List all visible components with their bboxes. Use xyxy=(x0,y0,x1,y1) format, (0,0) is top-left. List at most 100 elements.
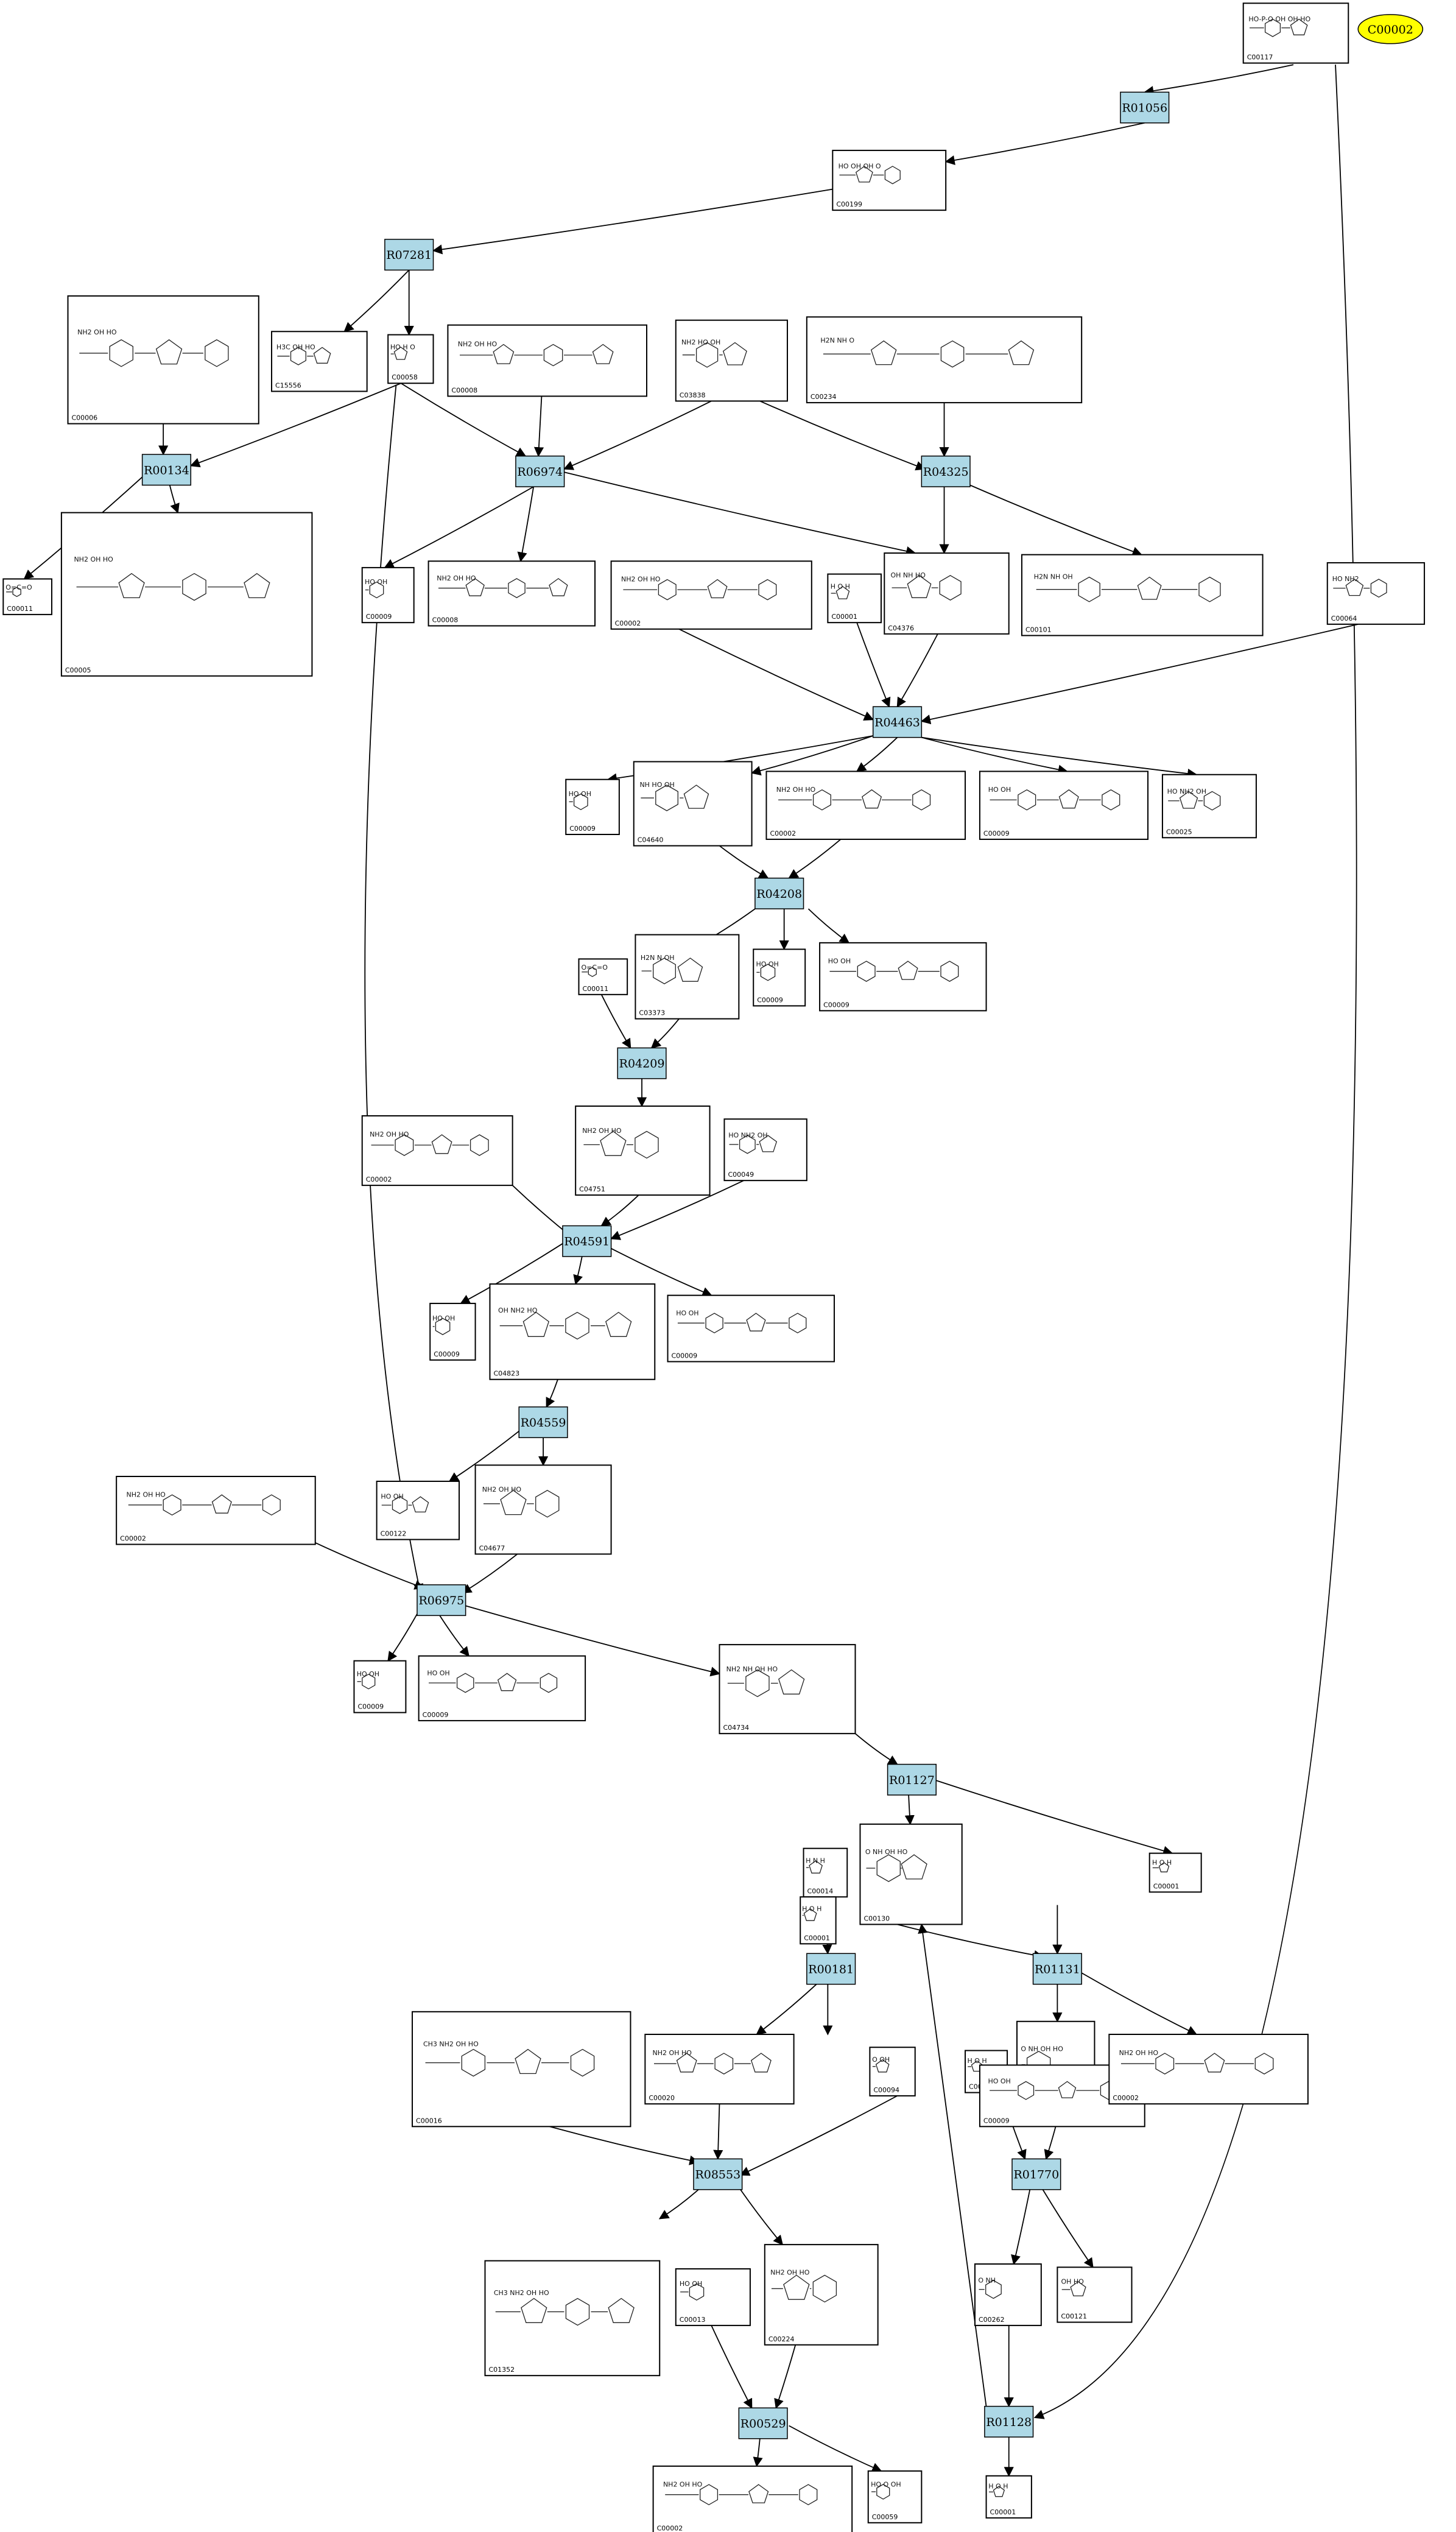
compound-id: C00005 xyxy=(65,666,91,674)
reaction-R01770[interactable]: R01770 xyxy=(1011,2158,1061,2190)
reaction-R04209[interactable]: R04209 xyxy=(617,1047,667,1079)
reaction-R04463[interactable]: R04463 xyxy=(872,706,923,738)
reaction-edge xyxy=(387,1613,418,1662)
ring-bond xyxy=(907,574,932,598)
compound-C00011[interactable]: O=C=O C00011 xyxy=(578,958,628,995)
reaction-R07281[interactable]: R07281 xyxy=(384,239,434,271)
reaction-R00134[interactable]: R00134 xyxy=(141,454,192,486)
reaction-edge xyxy=(517,487,535,562)
reaction-R04591[interactable]: R04591 xyxy=(562,1225,612,1257)
reaction-R01056[interactable]: R01056 xyxy=(1120,91,1170,124)
reaction-R06975[interactable]: R06975 xyxy=(417,1584,466,1617)
reaction-edge xyxy=(711,2325,753,2409)
reaction-R00181[interactable]: R00181 xyxy=(806,1953,856,1985)
reaction-R04559[interactable]: R04559 xyxy=(518,1406,568,1439)
compound-id: C00011 xyxy=(582,985,608,993)
atom-labels: H O H xyxy=(802,1905,821,1913)
atom-labels: H2N NH O xyxy=(820,337,854,345)
reaction-R04325[interactable]: R04325 xyxy=(921,455,971,487)
atom-labels: HO NH2 OH xyxy=(728,1132,767,1140)
compound-id: C00002 xyxy=(1113,2094,1139,2102)
compound-box xyxy=(869,2047,916,2096)
ring-bond xyxy=(493,344,515,364)
highlight-compound[interactable]: C00002 xyxy=(1357,14,1424,44)
reaction-R01131[interactable]: R01131 xyxy=(1032,1953,1082,1985)
ring-bond xyxy=(1018,789,1036,811)
reaction-R06974[interactable]: R06974 xyxy=(515,455,565,487)
ring-bond xyxy=(855,166,873,183)
atom-labels: OH HO xyxy=(1061,2277,1084,2285)
reaction-box xyxy=(515,455,565,487)
reaction-R01128[interactable]: R01128 xyxy=(984,2405,1034,2438)
reaction-R08553[interactable]: R08553 xyxy=(693,2158,743,2190)
reaction-R00529[interactable]: R00529 xyxy=(738,2407,788,2439)
reaction-R01127[interactable]: R01127 xyxy=(887,1763,937,1796)
reaction-edge xyxy=(774,2344,797,2409)
ring-bond xyxy=(1264,18,1281,37)
reaction-edge xyxy=(788,839,842,879)
atom-labels: H2N N OH xyxy=(641,954,675,962)
reaction-edge xyxy=(944,122,1145,166)
reaction-R04208[interactable]: R04208 xyxy=(754,877,804,909)
atom-labels: O=C=O xyxy=(5,584,32,591)
reaction-label: R00134 xyxy=(144,464,189,477)
ring-bond xyxy=(760,964,776,981)
reaction-edge xyxy=(1042,2189,1094,2268)
atom-labels: O=C=O xyxy=(581,964,608,972)
compound-box xyxy=(884,552,1010,635)
